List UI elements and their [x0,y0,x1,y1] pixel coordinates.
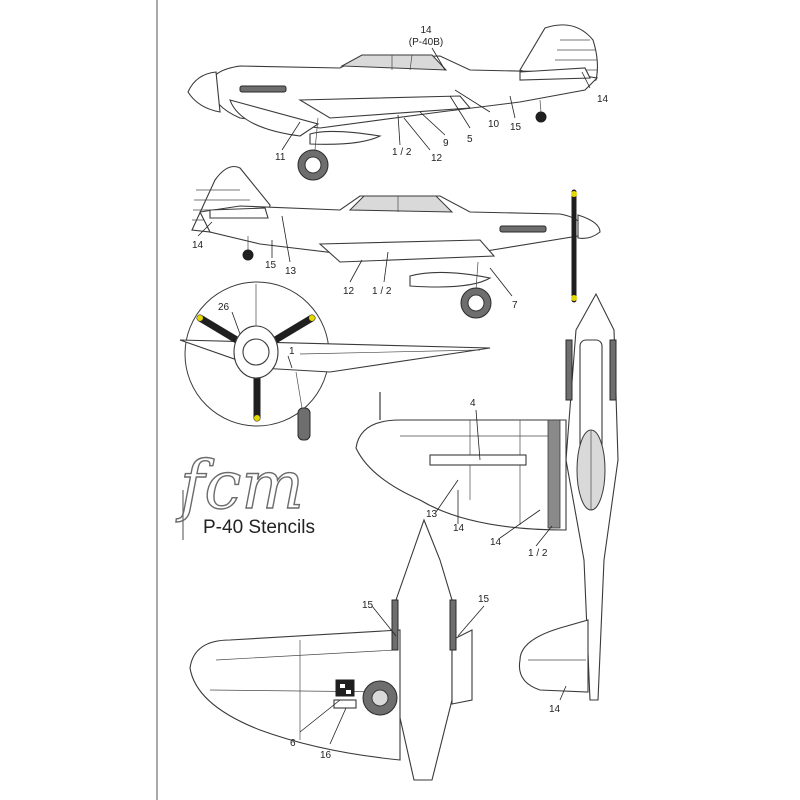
callout-1-2: 1 / 2 [372,286,392,297]
callout-14a: 14 [453,523,465,534]
callout-1-2: 1 / 2 [392,147,412,158]
callouts-bottom: 15 15 6 16 [290,594,490,761]
callout-9: 9 [443,138,449,149]
callout-26: 26 [218,302,230,313]
callout-11: 11 [275,152,286,163]
callout-p40b: (P-40B) [409,37,443,48]
brand-subtitle: P-40 Stencils [203,517,315,538]
brand-block: fcm P-40 Stencils [174,446,315,540]
front-view [179,281,491,441]
callouts-front: 26 1 [218,302,295,357]
callout-15a: 15 [362,600,374,611]
callout-1-2: 1 / 2 [528,548,548,559]
callout-6: 6 [290,738,296,749]
top-view [355,292,619,701]
bottom-view [189,518,485,781]
callout-14b: 14 [490,537,502,548]
callout-13: 13 [285,266,297,277]
callout-14-tail: 14 [597,94,609,105]
side-view-left [187,24,599,181]
callout-5: 5 [467,134,473,145]
callout-15b: 15 [478,594,490,605]
brand-logo: fcm [175,447,304,524]
callouts-side-left: 14 (P-40B) 14 10 5 15 9 12 1 / 2 11 [275,25,609,164]
callout-12: 12 [431,153,443,164]
callout-7: 7 [512,300,518,311]
callouts-top: 4 13 14 14 1 / 2 14 [426,398,561,715]
callout-1: 1 [289,346,295,357]
callout-15: 15 [265,260,277,271]
callout-10: 10 [488,119,500,130]
callout-14-pb: 14 [420,25,432,36]
callout-13: 13 [426,509,438,520]
callout-12: 12 [343,286,355,297]
side-view-right [191,165,601,319]
callouts-side-right: 14 15 13 12 1 / 2 7 [192,240,518,311]
callout-15: 15 [510,122,522,133]
callout-16: 16 [320,750,332,761]
callout-4: 4 [470,398,476,409]
callout-14c: 14 [549,704,561,715]
callout-14: 14 [192,240,204,251]
